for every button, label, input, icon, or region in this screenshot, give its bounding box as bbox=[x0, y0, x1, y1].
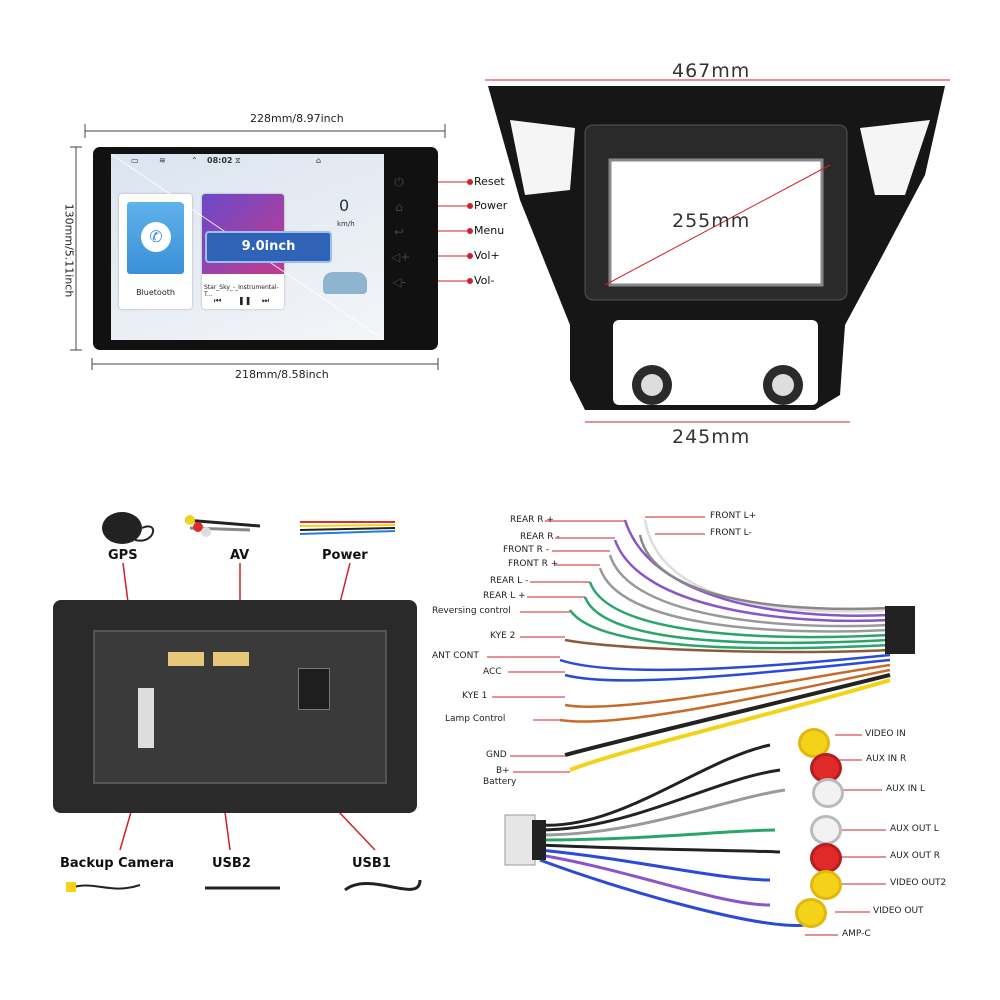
usb2-label: USB2 bbox=[212, 856, 251, 871]
volume-up-icon[interactable]: ◁+ bbox=[391, 250, 411, 264]
next-track-icon[interactable]: ⏭ bbox=[262, 296, 270, 305]
signal-icon: ⧖ bbox=[235, 156, 241, 165]
wire-label: REAR L + bbox=[483, 591, 526, 601]
power-label: Power bbox=[322, 548, 368, 563]
music-track-label: Star_Sky_-_Instrumental-T... bbox=[204, 284, 279, 298]
rca-plug-red bbox=[810, 843, 842, 873]
back-button-icon[interactable]: ↩ bbox=[393, 225, 405, 239]
rca-label: VIDEO OUT2 bbox=[890, 878, 947, 888]
screen-size-tag: 9.0inch bbox=[205, 231, 332, 263]
speed-value: 0 bbox=[339, 196, 350, 215]
rca-label: VIDEO OUT bbox=[873, 906, 924, 916]
usb1-label: USB1 bbox=[352, 856, 391, 871]
rca-label: AUX OUT R bbox=[890, 851, 941, 861]
side-button-volup-label: Vol+ bbox=[474, 249, 500, 262]
camera-socket bbox=[138, 688, 154, 748]
rca-label: AUX IN L bbox=[886, 784, 926, 794]
home-icon: ▭ bbox=[131, 156, 139, 165]
rca-label: AUX OUT L bbox=[890, 824, 939, 834]
back-icon: ⌂ bbox=[316, 156, 322, 165]
rca-label: AMP-C bbox=[842, 929, 871, 939]
head-unit-screen: ▭ ≋ ⌃ 08:02 ⧖ ⌂ ✆ Bluetooth Star_Sky_-_I… bbox=[93, 147, 438, 350]
rca-label: AUX IN R bbox=[866, 754, 907, 764]
wire-label: Battery bbox=[483, 777, 517, 787]
wire-label: FRONT L- bbox=[710, 528, 752, 538]
home-button-icon[interactable]: ⌂ bbox=[395, 200, 403, 214]
wire-label: FRONT L+ bbox=[710, 511, 757, 521]
menu-icon: ≋ bbox=[159, 156, 166, 165]
rca-label: VIDEO IN bbox=[865, 729, 906, 739]
rca-plug-yellow bbox=[810, 870, 842, 900]
rca-plug-white bbox=[810, 815, 842, 845]
wire-label: GND bbox=[486, 750, 507, 760]
gps-label: GPS bbox=[108, 548, 138, 563]
wire-label: ACC bbox=[483, 667, 502, 677]
speed-unit: km/h bbox=[337, 220, 355, 228]
side-button-power-label: Power bbox=[474, 199, 508, 212]
head-unit-rear bbox=[53, 600, 417, 813]
wire-label: KYE 1 bbox=[462, 691, 488, 701]
wire-label: ANT CONT bbox=[432, 651, 479, 661]
wire-label: Lamp Control bbox=[445, 714, 506, 724]
frame-top-width: 467mm bbox=[672, 60, 751, 82]
bluetooth-app-label: Bluetooth bbox=[136, 288, 175, 297]
rca-plug-white bbox=[812, 778, 844, 808]
wifi-icon: ⌃ bbox=[191, 156, 198, 165]
backup-camera-label: Backup Camera bbox=[60, 856, 174, 871]
wire-label: FRONT R + bbox=[508, 559, 559, 569]
wire-label: REAR L - bbox=[490, 576, 529, 586]
side-button-reset-label: Reset bbox=[474, 175, 505, 188]
car-icon bbox=[323, 272, 367, 294]
connector-block bbox=[168, 652, 204, 666]
wire-label: B+ bbox=[496, 766, 510, 776]
side-button-voldown-label: Vol- bbox=[474, 274, 495, 287]
status-bar: ▭ ≋ ⌃ 08:02 ⧖ ⌂ bbox=[111, 154, 384, 168]
bluetooth-app-card[interactable]: ✆ Bluetooth bbox=[119, 194, 192, 309]
wire-label: REAR R + bbox=[510, 515, 554, 525]
reset-icon[interactable]: ⏻ bbox=[394, 175, 404, 189]
bottom-dimension-label: 218mm/8.58inch bbox=[235, 368, 329, 381]
wire-label: REAR R - bbox=[520, 532, 560, 542]
phone-icon: ✆ bbox=[141, 222, 171, 252]
wire-label: FRONT R - bbox=[503, 545, 549, 555]
rca-plug-yellow bbox=[795, 898, 827, 928]
prev-track-icon[interactable]: ⏮ bbox=[214, 296, 222, 305]
frame-inner-width: 255mm bbox=[672, 210, 751, 232]
width-dimension-label: 228mm/8.97inch bbox=[250, 112, 344, 125]
pause-icon[interactable]: ❚❚ bbox=[238, 296, 252, 305]
volume-down-icon[interactable]: ◁- bbox=[392, 275, 406, 289]
wire-label: KYE 2 bbox=[490, 631, 516, 641]
frame-bottom-width: 245mm bbox=[672, 426, 751, 448]
wire-label: Reversing control bbox=[432, 606, 511, 616]
side-button-menu-label: Menu bbox=[474, 224, 505, 237]
status-time: 08:02 bbox=[207, 156, 233, 165]
av-label: AV bbox=[230, 548, 250, 563]
power-socket bbox=[298, 668, 330, 710]
connector-block bbox=[213, 652, 249, 666]
